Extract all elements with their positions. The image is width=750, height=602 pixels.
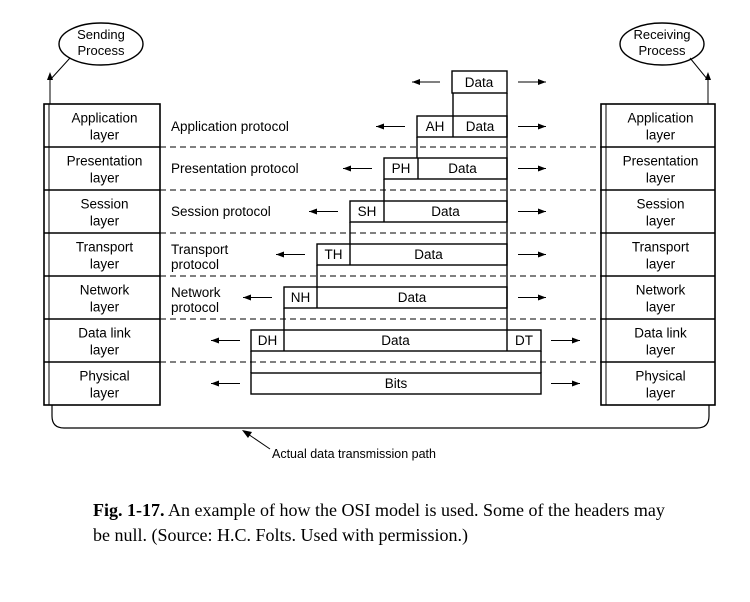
receiving-process-oval <box>619 22 705 66</box>
sending-process-label: Process <box>78 43 125 58</box>
left-layer-name: Presentation <box>67 154 143 169</box>
right-layer-name: Physical <box>635 369 685 384</box>
left-layer-suffix: layer <box>90 214 120 229</box>
right-layer-name: Transport <box>632 240 690 255</box>
right-layer-stack <box>600 103 716 406</box>
right-layer-suffix: layer <box>646 343 676 358</box>
protocol-label: Application protocol <box>171 119 289 134</box>
packet-payload: Data <box>431 204 460 219</box>
left-layer-name: Network <box>80 283 130 298</box>
packet-header: AH <box>426 119 445 134</box>
packet-header: DH <box>258 333 278 348</box>
protocol-label: Session protocol <box>171 204 271 219</box>
left-layer-name: Data link <box>78 326 131 341</box>
left-layer-suffix: layer <box>90 343 120 358</box>
packet-payload: Bits <box>385 376 408 391</box>
packet-header: TH <box>325 247 343 262</box>
left-transfer-arrow-head <box>309 208 317 215</box>
left-layer-suffix: layer <box>90 300 120 315</box>
packet-row <box>250 372 542 395</box>
left-layer-suffix: layer <box>90 171 120 186</box>
right-layer-name: Session <box>636 197 684 212</box>
protocol-label: protocol <box>171 257 219 272</box>
protocol-label: protocol <box>171 300 219 315</box>
right-layer-suffix: layer <box>646 214 676 229</box>
left-layer-stack <box>43 103 161 406</box>
right-layer-suffix: layer <box>646 171 676 186</box>
receiving-process-arrow <box>705 72 711 80</box>
left-transfer-arrow-head <box>276 251 284 258</box>
protocol-label: Network <box>171 285 221 300</box>
left-transfer-arrow-head <box>376 123 384 130</box>
sending-process-arrow <box>47 72 53 80</box>
right-transfer-arrow-head <box>538 123 546 130</box>
sending-process-connector <box>49 57 71 104</box>
packet-row <box>316 243 508 266</box>
right-layer-suffix: layer <box>646 386 676 401</box>
right-layer-name: Application <box>627 111 693 126</box>
transmission-path-line <box>51 405 710 429</box>
left-layer-name: Session <box>80 197 128 212</box>
top-data-arrow-right-head <box>538 79 546 85</box>
figure-number: Fig. 1-17. <box>93 500 165 520</box>
receiving-process-connector <box>689 57 709 104</box>
receiving-process-label: Receiving <box>633 27 690 42</box>
right-layer-name: Presentation <box>623 154 699 169</box>
right-layer-name: Data link <box>634 326 687 341</box>
right-layer-suffix: layer <box>646 300 676 315</box>
transmission-path-label: Actual data transmission path <box>272 447 436 461</box>
packet-payload: Data <box>398 290 427 305</box>
left-transfer-arrow-head <box>243 294 251 301</box>
right-layer-suffix: layer <box>646 257 676 272</box>
top-data-arrow-left-head <box>412 79 420 85</box>
sending-process-label: Sending <box>77 27 125 42</box>
receiving-process-label: Process <box>639 43 686 58</box>
packet-header: SH <box>358 204 377 219</box>
left-transfer-arrow-head <box>211 380 219 387</box>
packet-payload: Data <box>466 119 495 134</box>
top-data-box <box>451 70 508 94</box>
sending-process-oval <box>58 22 144 66</box>
right-layer-suffix: layer <box>646 128 676 143</box>
packet-header: PH <box>392 161 411 176</box>
packet-header: NH <box>291 290 311 305</box>
packet-row <box>250 329 542 352</box>
left-transfer-arrow-head <box>343 165 351 172</box>
packet-payload: Data <box>448 161 477 176</box>
packet-payload: Data <box>414 247 443 262</box>
right-transfer-arrow-head <box>538 165 546 172</box>
left-layer-name: Physical <box>79 369 129 384</box>
right-transfer-arrow-head <box>572 380 580 387</box>
packet-trailer: DT <box>515 333 533 348</box>
left-layer-suffix: layer <box>90 257 120 272</box>
figure-caption: Fig. 1-17. An example of how the OSI mod… <box>93 498 673 548</box>
right-transfer-arrow-head <box>572 337 580 344</box>
figure-caption-text: An example of how the OSI model is used.… <box>93 500 665 545</box>
right-transfer-arrow-head <box>538 294 546 301</box>
left-layer-suffix: layer <box>90 128 120 143</box>
right-transfer-arrow-head <box>538 251 546 258</box>
left-layer-name: Transport <box>76 240 134 255</box>
protocol-label: Presentation protocol <box>171 161 299 176</box>
top-data-label: Data <box>465 75 494 90</box>
left-layer-suffix: layer <box>90 386 120 401</box>
left-transfer-arrow-head <box>211 337 219 344</box>
right-layer-name: Network <box>636 283 686 298</box>
protocol-label: Transport <box>171 242 229 257</box>
right-transfer-arrow-head <box>538 208 546 215</box>
packet-payload: Data <box>381 333 410 348</box>
left-layer-name: Application <box>71 111 137 126</box>
transmission-path-pointer-head <box>242 430 252 438</box>
